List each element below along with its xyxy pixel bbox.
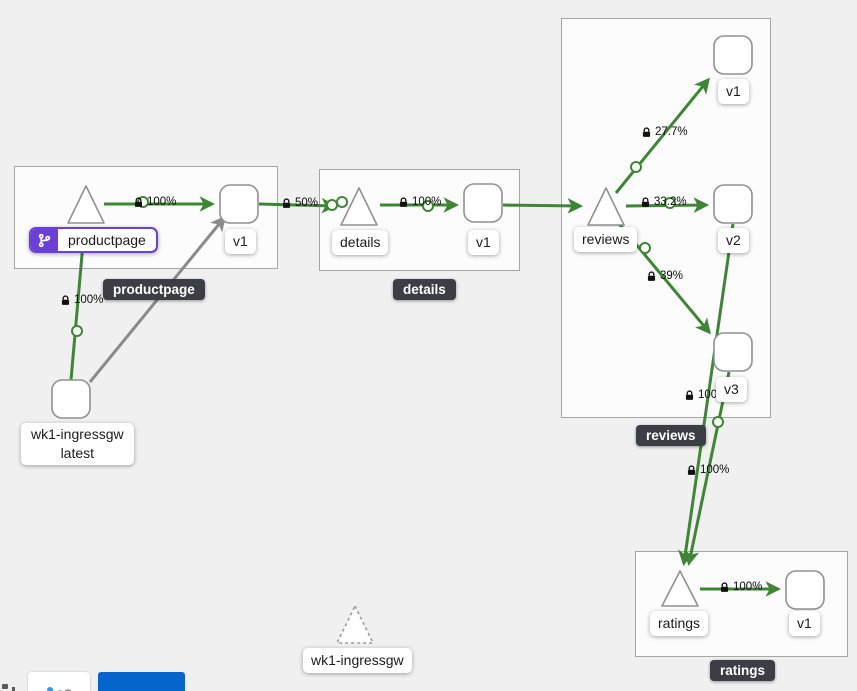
edge-label-reviews-v1: 27.7% xyxy=(641,126,688,138)
node-label-productpage: productpage xyxy=(29,227,158,253)
group-box-reviews[interactable] xyxy=(561,18,771,418)
group-badge-reviews: reviews xyxy=(636,425,706,446)
code-branch-icon xyxy=(31,229,58,251)
cutoff-toolbar-fragment xyxy=(12,687,15,691)
node-label-idle-gateway: wk1-ingressgw xyxy=(303,648,412,673)
node-label-reviews: reviews xyxy=(574,227,638,252)
group-box-ratings[interactable] xyxy=(635,551,848,657)
node-label-productpage-v1: v1 xyxy=(225,229,256,254)
edge-label-v2-ratings: 100% xyxy=(686,464,729,476)
graph-tour-button[interactable] xyxy=(28,672,90,691)
edge-label-reviews-v3: 39% xyxy=(646,270,683,282)
edge-label-reviews-v2: 33.2% xyxy=(640,196,687,208)
group-badge-productpage: productpage xyxy=(103,279,205,300)
node-label-ratings: ratings xyxy=(650,611,709,636)
lock-icon xyxy=(685,389,694,400)
lock-icon xyxy=(134,196,143,207)
graph-layout-icon xyxy=(47,687,72,691)
node-idle-gateway[interactable] xyxy=(336,605,374,644)
node-label-reviews-v1: v1 xyxy=(718,79,749,104)
edge-label-productpage-v1: 100% xyxy=(133,196,176,208)
node-label-details: details xyxy=(332,230,389,255)
node-label-details-v1: v1 xyxy=(468,230,499,255)
edge-label-v1-details: 50% xyxy=(281,197,318,209)
node-label-ingress-workload: wk1-ingressgw latest xyxy=(21,423,134,465)
edge-label-ratings-v1: 100% xyxy=(719,581,762,593)
group-box-details[interactable] xyxy=(319,169,520,271)
node-label-ratings-v1: v1 xyxy=(789,611,820,636)
lock-icon xyxy=(61,294,70,305)
lock-icon xyxy=(687,464,696,475)
lock-icon xyxy=(647,270,656,281)
group-badge-details: details xyxy=(393,279,456,300)
lock-icon xyxy=(399,196,408,207)
node-ingress-workload[interactable] xyxy=(51,379,91,419)
edge-label-details-v1: 100% xyxy=(398,196,441,208)
cutoff-toolbar-fragment xyxy=(2,684,8,689)
node-label-reviews-v3: v3 xyxy=(716,377,747,402)
group-badge-ratings: ratings xyxy=(710,660,776,681)
lock-icon xyxy=(720,581,729,592)
lock-icon xyxy=(282,197,291,208)
node-label-reviews-v2: v2 xyxy=(718,228,749,253)
lock-icon xyxy=(641,196,650,207)
edge-label-ingress-productpage: 100% xyxy=(60,294,103,306)
lock-icon xyxy=(642,126,651,137)
legend-button[interactable] xyxy=(98,672,185,691)
